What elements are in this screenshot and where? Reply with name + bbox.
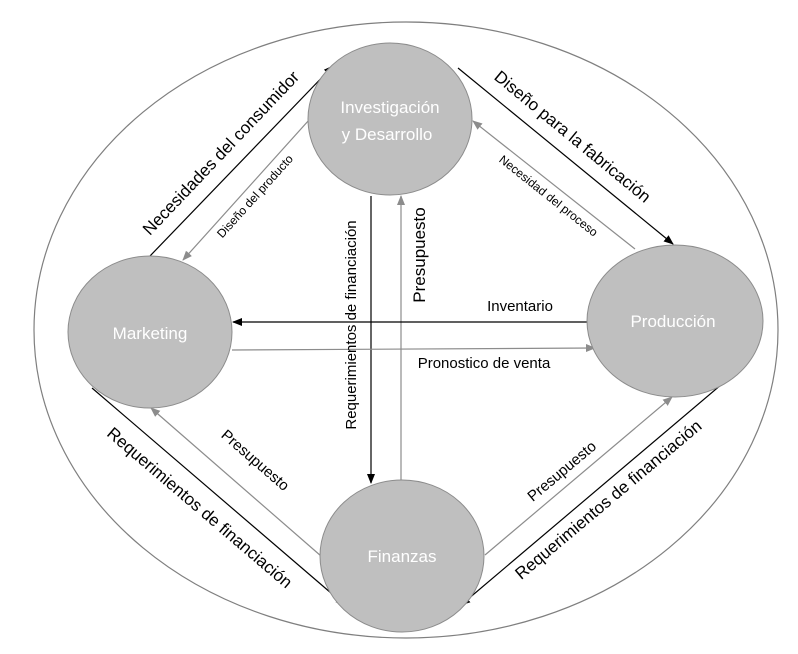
edge-label-necesidad-proceso: Necesidad del proceso (496, 152, 601, 239)
node-rd: Investigación y Desarrollo (307, 42, 473, 196)
edge-production-to-finance-arrow (460, 372, 736, 606)
node-marketing: Marketing (67, 255, 233, 409)
edge-production-to-rd-arrow (472, 120, 636, 250)
node-marketing-shape (67, 255, 233, 409)
edge-label-inventario: Inventario (487, 298, 553, 315)
node-marketing-label: Marketing (113, 324, 188, 343)
node-production-label: Producción (630, 312, 715, 331)
edge-label-presupuesto-marketing: Presupuesto (218, 427, 293, 495)
node-finance-label: Finanzas (368, 547, 437, 566)
node-finance-shape (319, 479, 485, 633)
node-production: Producción (586, 244, 764, 398)
edge-label-diseno-fabricacion: Diseño para la fabricación (491, 67, 655, 207)
node-production-shape (586, 244, 764, 398)
edge-label-diseno-producto: Diseño del producto (214, 152, 296, 241)
edge-label-req-financiacion-rd: Requerimientos de financiación (343, 220, 360, 429)
edge-marketing-to-production-arrow (231, 344, 596, 353)
edge-finance-to-production-arrow (484, 396, 673, 556)
edge-marketing-to-finance-arrow (91, 387, 346, 606)
edge-label-pronostico-venta: Pronostico de venta (418, 355, 551, 372)
edge-marketing-to-rd-arrow (149, 65, 334, 257)
edge-label-presupuesto-rd: Presupuesto (410, 207, 429, 302)
node-finance: Finanzas (319, 479, 485, 633)
node-rd-label-line1: Investigación (340, 98, 439, 117)
node-rd-label-line2: y Desarrollo (342, 125, 433, 144)
outer-boundary-ellipse (33, 21, 779, 639)
node-rd-shape (307, 42, 473, 196)
edge-label-req-financiacion-marketing: Requerimientos de financiación (103, 424, 296, 592)
edge-rd-to-production-arrow (457, 67, 674, 245)
edge-label-presupuesto-production: Presupuesto (524, 438, 599, 505)
edge-rd-to-marketing-arrow (182, 119, 310, 261)
edge-finance-to-marketing-arrow (150, 407, 322, 557)
